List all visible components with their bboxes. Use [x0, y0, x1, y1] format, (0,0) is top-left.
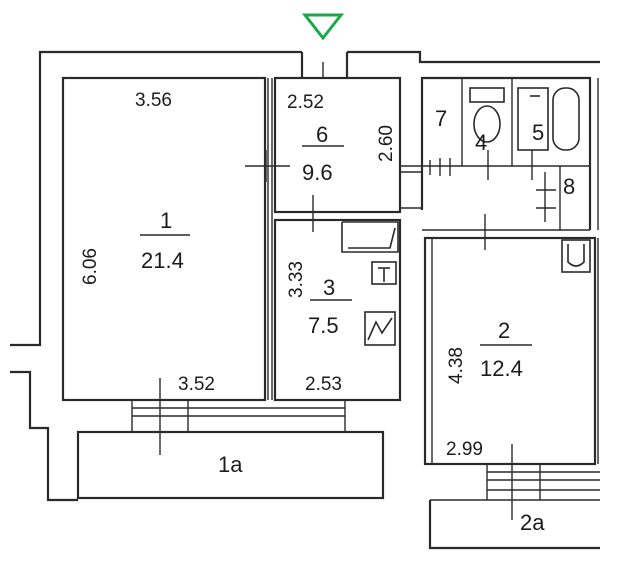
room-1-depth: 6.06: [80, 248, 101, 285]
balcony-2a-label: 2a: [520, 510, 545, 535]
room-1-width-top: 3.56: [135, 90, 172, 111]
room-3-depth: 3.33: [286, 261, 307, 298]
room-7-number: 7: [435, 106, 447, 131]
room-6-number: 6: [316, 122, 328, 147]
toilet-fixture: [469, 87, 505, 143]
room-5-number: 5: [532, 120, 544, 145]
door-marks-right: [429, 150, 556, 250]
stove-fixture: [364, 311, 396, 346]
room-6-width: 2.52: [287, 92, 324, 113]
entrance-triangle-icon: [301, 13, 345, 41]
room-2-area: 12.4: [480, 356, 523, 381]
room-8-number: 8: [563, 174, 575, 199]
balcony-1a-outline: [76, 378, 385, 500]
room-1-outline: [61, 76, 267, 402]
room-1-width-bottom: 3.52: [178, 374, 215, 395]
room-6-outline: [273, 76, 402, 214]
room-3-number: 3: [323, 275, 335, 300]
room-2-number: 2: [498, 318, 510, 343]
room-3-width: 2.53: [305, 374, 342, 395]
shower-tub-fixture: [517, 87, 580, 151]
room-2-outline: [423, 236, 597, 466]
room-3-area: 7.5: [308, 313, 339, 338]
balcony-1a-label: 1a: [218, 452, 243, 477]
right-wing-walls: [400, 76, 599, 231]
room-3-outline: [273, 218, 402, 402]
outer-walls: [10, 50, 600, 502]
sink-fixture: [561, 239, 591, 273]
bathtub-fixture: [341, 221, 399, 253]
room-1-area: 21.4: [141, 248, 184, 273]
room-2-depth: 4.38: [446, 347, 467, 384]
balcony-2a-outline: [428, 444, 600, 550]
boiler-fixture: [371, 261, 397, 285]
door-marks: [245, 62, 330, 232]
room-6-depth: 2.60: [376, 125, 397, 162]
room-1-number: 1: [160, 208, 172, 233]
room-6-area: 9.6: [302, 160, 333, 185]
room-2-width: 2.99: [446, 439, 483, 460]
room-4-number: 4: [475, 130, 487, 155]
